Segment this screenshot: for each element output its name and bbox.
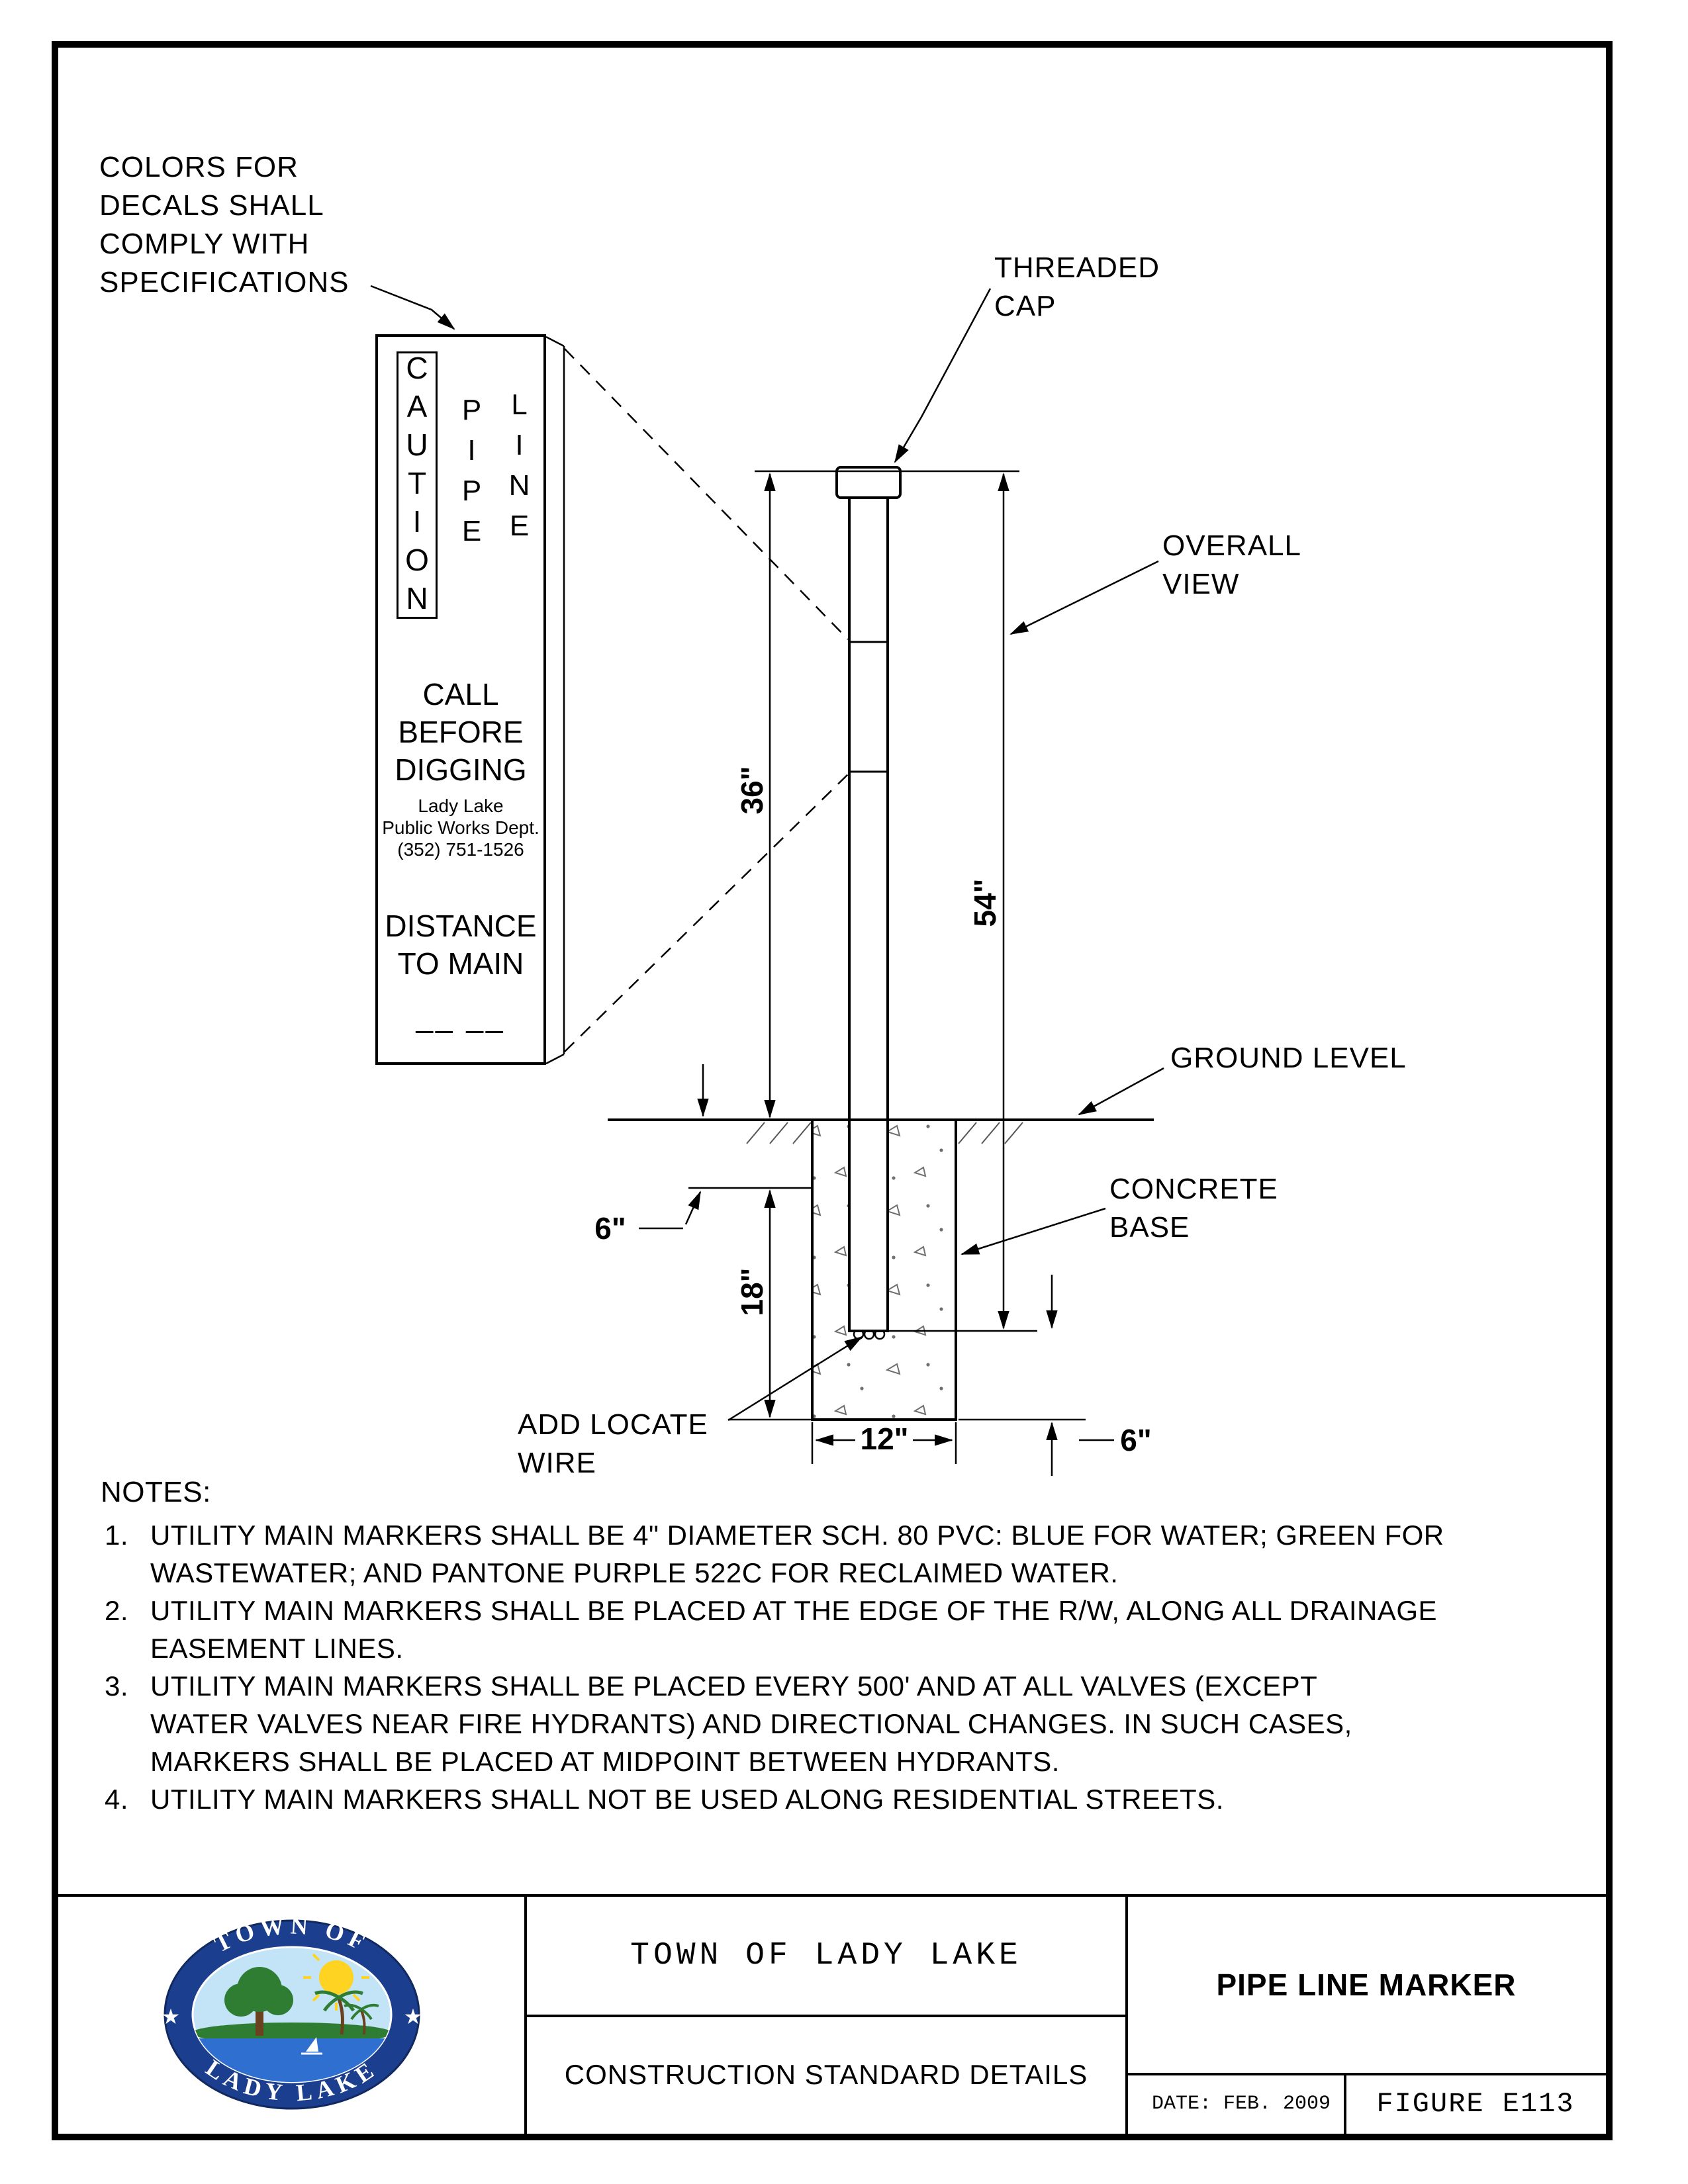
- ground-level-label: GROUND LEVEL: [1170, 1042, 1407, 1074]
- note-item: 1. UTILITY MAIN MARKERS SHALL BE 4" DIAM…: [99, 1516, 1618, 1592]
- title-block-lines: [58, 1894, 1606, 2134]
- threaded-cap-label: THREADED CAP: [994, 251, 1160, 322]
- star-icon: ★: [404, 2005, 423, 2028]
- note-number: 3.: [105, 1670, 129, 1702]
- ground-hatches: [746, 1122, 1023, 1144]
- note-number: 2.: [105, 1595, 129, 1626]
- figure-number: FIGURE E113: [1376, 2088, 1575, 2120]
- note-item: 3. UTILITY MAIN MARKERS SHALL BE PLACED …: [99, 1667, 1618, 1780]
- note-text: UTILITY MAIN MARKERS SHALL BE PLACED AT …: [150, 1595, 1438, 1664]
- overall-view-label: OVERALL VIEW: [1162, 529, 1301, 600]
- dim-18-label: 18": [735, 1267, 769, 1316]
- sheet-title: PIPE LINE MARKER: [1216, 1968, 1517, 2002]
- oak-tree-icon: [224, 1967, 293, 2036]
- dimension-18: [688, 1187, 811, 1421]
- town-seal-logo: TOWN OF LADY LAKE ★ ★: [162, 1912, 423, 2110]
- note-text: UTILITY MAIN MARKERS SHALL BE 4" DIAMETE…: [150, 1520, 1444, 1588]
- concrete-base-label: CONCRETE BASE: [1109, 1173, 1278, 1244]
- dim-36-label: 36": [735, 766, 769, 815]
- dimension-12: [811, 1422, 957, 1464]
- pipeline-decal-sign: CAUTION PIPE LINE CALL BEFORE DIGGING La…: [375, 334, 546, 1065]
- note-item: 4. UTILITY MAIN MARKERS SHALL NOT BE USE…: [99, 1780, 1618, 1818]
- distance-to-main-text: DISTANCE TO MAIN: [385, 909, 537, 981]
- colors-note-leader: [370, 285, 455, 330]
- note-number: 4.: [105, 1784, 129, 1815]
- distance-blank: __ __: [416, 999, 506, 1034]
- boat-icon: [301, 2037, 322, 2055]
- date-label: DATE: FEB. 2009: [1152, 2093, 1331, 2115]
- star-icon: ★: [162, 2005, 181, 2028]
- sheet-series-title: CONSTRUCTION STANDARD DETAILS: [564, 2059, 1088, 2090]
- dim-12-label: 12": [860, 1422, 909, 1456]
- note-number: 1.: [105, 1520, 129, 1551]
- sheet-border: [52, 41, 1613, 2140]
- pipe-text: PIPE: [455, 394, 488, 555]
- colors-note-label: COLORS FOR DECALS SHALL COMPLY WITH SPEC…: [99, 151, 350, 298]
- note-text: UTILITY MAIN MARKERS SHALL BE PLACED EVE…: [150, 1670, 1352, 1777]
- caution-panel: CAUTION: [397, 351, 438, 619]
- note-item: 2. UTILITY MAIN MARKERS SHALL BE PLACED …: [99, 1592, 1618, 1667]
- dim-54-label: 54": [968, 878, 1002, 927]
- call-before-digging-text: CALL BEFORE DIGGING: [395, 677, 527, 787]
- dim-6-left-label: 6": [594, 1211, 626, 1246]
- line-text: LINE: [503, 388, 536, 550]
- marker-post: [848, 496, 889, 1332]
- dimension-54: [888, 473, 1037, 1332]
- palm-tree-icon: [314, 1990, 379, 2035]
- dimension-36: [755, 470, 1019, 1118]
- decal-projection-lines: [545, 336, 849, 1065]
- notes-heading: NOTES:: [101, 1476, 211, 1508]
- add-locate-wire-label: ADD LOCATE WIRE: [518, 1408, 708, 1479]
- threaded-cap-shape: [835, 466, 902, 499]
- label-leaders: [727, 288, 1164, 1422]
- dim-6-right-label: 6": [1120, 1423, 1152, 1457]
- agency-title: TOWN OF LADY LAKE: [630, 1938, 1022, 1974]
- public-works-text: Lady Lake Public Works Dept. (352) 751-1…: [382, 796, 539, 860]
- note-text: UTILITY MAIN MARKERS SHALL NOT BE USED A…: [150, 1784, 1224, 1815]
- notes-section: NOTES: 1. UTILITY MAIN MARKERS SHALL BE …: [99, 1473, 1618, 1818]
- caution-text: CAUTION: [400, 351, 434, 619]
- dimension-6-left: [639, 1064, 709, 1230]
- dimension-6-right: [959, 1275, 1114, 1476]
